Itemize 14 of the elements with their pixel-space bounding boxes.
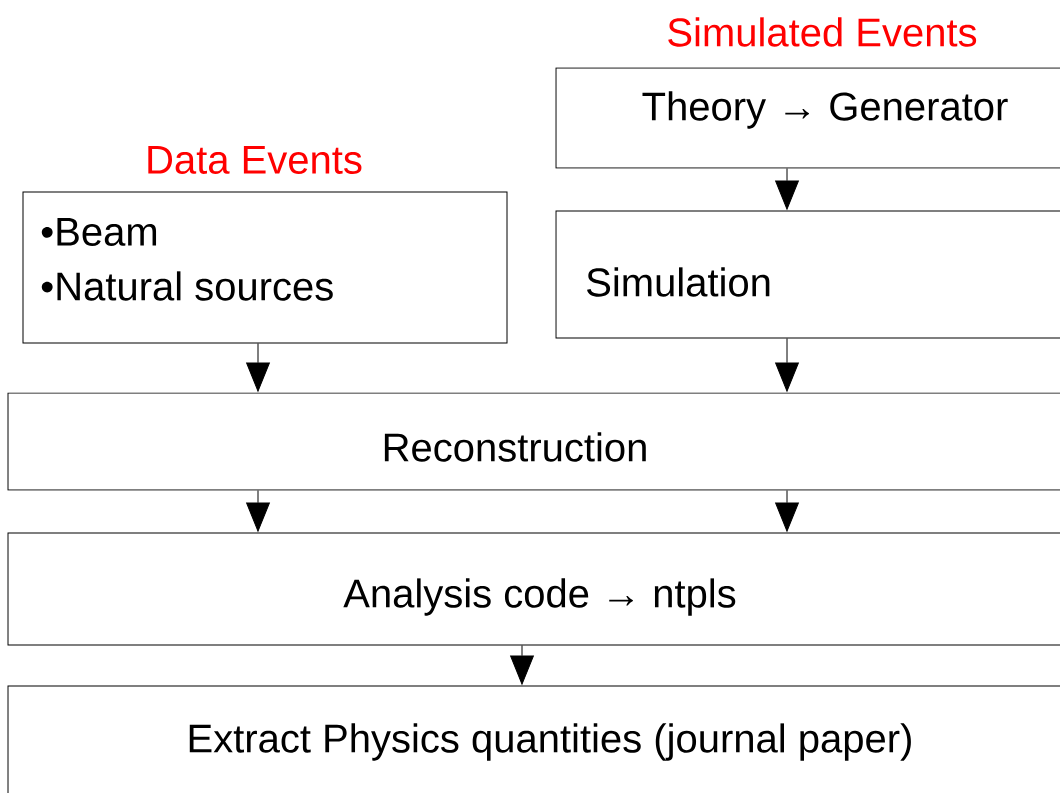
arrow <box>246 343 270 392</box>
arrow <box>775 168 799 210</box>
heading: Simulated Events <box>668 17 977 47</box>
process-box: Reconstruction <box>7 392 1060 491</box>
process-box: Extract Physics quantities (journal paper) <box>7 685 1060 793</box>
process-box: Analysis code → ntpls <box>7 532 1060 646</box>
process-box: Simulation <box>555 210 1060 339</box>
process-box: •Beam •Natural sources <box>22 191 508 344</box>
arrow <box>775 490 799 532</box>
process-box: Theory → Generator <box>555 67 1060 169</box>
heading: Data Events <box>148 146 362 174</box>
arrow <box>510 645 534 685</box>
arrow <box>246 490 270 532</box>
arrow <box>775 338 799 392</box>
